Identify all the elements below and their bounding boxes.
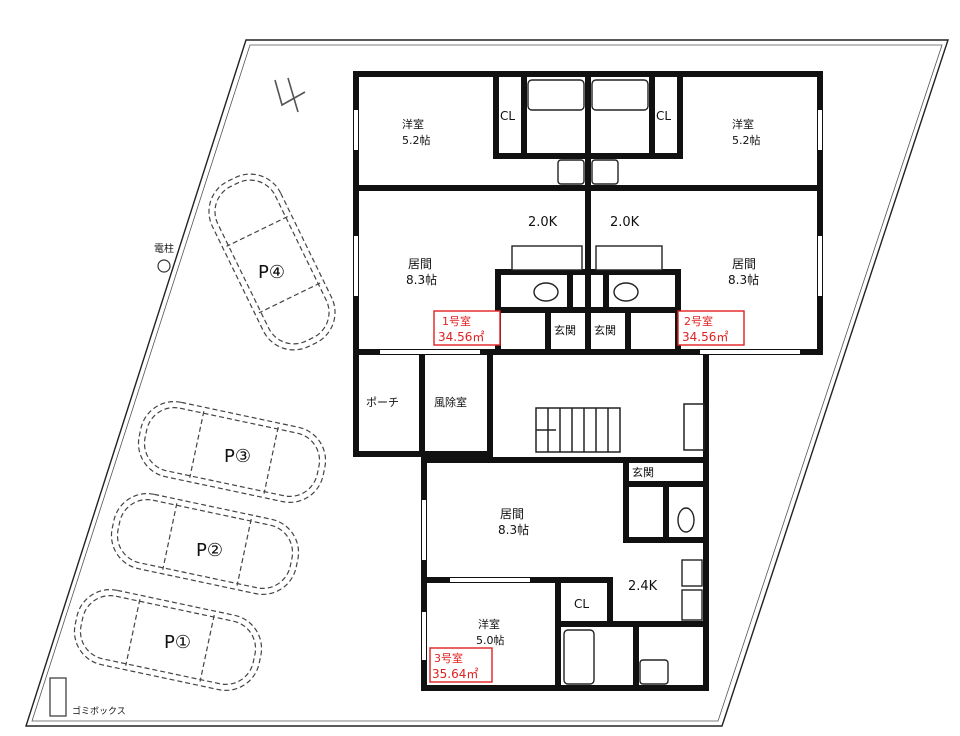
unit1-room-number: 1号室: [442, 314, 471, 328]
staircase-icon: [535, 403, 705, 453]
parking-label-p1: P①: [164, 632, 191, 653]
unit2-western-size: 5.2帖: [732, 134, 761, 147]
unit1-area: 34.56㎡: [438, 330, 484, 344]
unit1-closet-label: CL: [500, 109, 515, 123]
unit1-kitchen-label: 2.0K: [528, 215, 558, 230]
unit1-western-room-label: 洋室: [402, 117, 424, 131]
parking-label-p2: P②: [196, 540, 223, 561]
porch-label: ポーチ: [366, 396, 399, 409]
unit2-closet-label: CL: [656, 109, 671, 123]
parking-space-p4: [208, 173, 336, 351]
unit3-closet-label: CL: [574, 597, 589, 611]
unit3-area-box: [429, 647, 493, 683]
unit2-living-size: 8.3帖: [728, 272, 759, 287]
toilet-icon: [533, 282, 695, 533]
bathtub-icon: [527, 79, 649, 685]
parking-label-p3: P③: [224, 446, 251, 467]
parking-space-p3: [137, 401, 327, 503]
unit2-room-number: 2号室: [684, 314, 713, 328]
north-arrow-icon: [274, 77, 306, 113]
unit1-area-box: [433, 310, 501, 346]
unit3-area: 35.64㎡: [432, 667, 478, 681]
parking-space-p2: [110, 493, 300, 595]
site-boundary: [25, 39, 949, 727]
building-walls: [353, 71, 823, 691]
windbreak-room-label: 風除室: [434, 395, 467, 409]
washbasin-icon: [557, 159, 669, 685]
unit2-area: 34.56㎡: [682, 330, 728, 344]
unit3-living-size: 8.3帖: [498, 522, 529, 537]
unit3-western-size: 5.0帖: [476, 634, 505, 647]
unit2-living-label: 居間: [732, 257, 756, 271]
garbage-box-label: ゴミボックス: [72, 705, 126, 717]
unit1-living-size: 8.3帖: [406, 272, 437, 287]
windows: [354, 110, 822, 660]
utility-pole-label: 電柱: [154, 242, 174, 255]
unit1-western-size: 5.2帖: [402, 134, 431, 147]
garbage-box-icon: [49, 677, 67, 717]
unit2-area-box: [677, 310, 745, 346]
unit2-kitchen-label: 2.0K: [610, 215, 640, 230]
kitchen-counter-icon: [511, 245, 703, 621]
unit3-entrance-label: 玄関: [632, 465, 654, 479]
parking-space-p1: [73, 589, 263, 691]
unit3-kitchen-label: 2.4K: [628, 579, 658, 594]
unit1-living-label: 居間: [408, 257, 432, 271]
unit2-entrance-label: 玄関: [594, 323, 616, 337]
unit3-living-label: 居間: [500, 507, 524, 521]
unit2-western-room-label: 洋室: [732, 117, 754, 131]
unit1-entrance-label: 玄関: [554, 323, 576, 337]
parking-label-p4: P④: [258, 262, 285, 283]
utility-pole-icon: [157, 259, 171, 273]
unit3-western-room-label: 洋室: [478, 617, 500, 631]
unit3-room-number: 3号室: [434, 651, 463, 665]
